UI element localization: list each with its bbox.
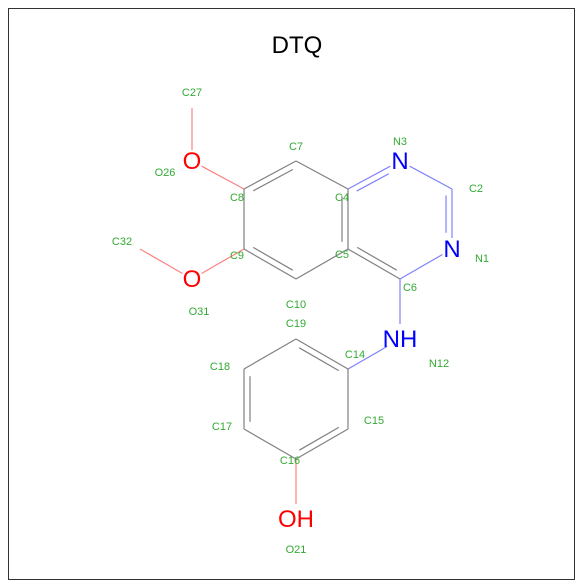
bond-c7-c8	[243, 160, 297, 190]
atom-label-c9: C9	[230, 250, 244, 262]
bond-c7-c4	[295, 160, 349, 190]
atom-label-c10: C10	[286, 299, 306, 311]
bond-c16-c17	[243, 428, 297, 460]
atom-label-c4: C4	[335, 192, 349, 204]
atom-label-c19: C19	[286, 318, 306, 330]
atom-symbol-n12: NH	[383, 326, 418, 353]
bond-c9-c10	[252, 246, 294, 271]
bond-c10-c5	[295, 248, 349, 280]
bond-c8-o26	[201, 165, 245, 190]
atom-symbol-o26: O	[183, 148, 202, 175]
atom-label-o26: O26	[155, 167, 176, 179]
atom-label-c8: C8	[230, 192, 244, 204]
bond-o31-c32	[139, 248, 183, 275]
bond-c19-c14	[295, 338, 349, 370]
atom-label-c17: C17	[212, 421, 232, 433]
atom-label-n3: N3	[393, 136, 407, 148]
atom-symbol-n1: N	[443, 236, 460, 263]
atom-label-c16: C16	[280, 455, 300, 467]
bond-c15-c16	[298, 426, 340, 451]
hetero-atom-layer: N N NH O O OH	[183, 148, 461, 533]
atom-label-c7: C7	[289, 141, 303, 153]
atom-label-c18: C18	[210, 361, 230, 373]
bond-c4-n3	[347, 165, 391, 190]
bond-c6-c5	[356, 246, 398, 271]
bond-c19-c14	[298, 347, 340, 372]
bond-c18-c19	[243, 338, 297, 370]
atom-label-c14: C14	[345, 349, 365, 361]
bond-n12-c14	[347, 345, 388, 370]
bond-c7-c8	[253, 168, 294, 192]
atom-symbol-o21: OH	[278, 506, 314, 533]
bond-c9-c10	[243, 248, 297, 280]
atom-label-n1: N1	[475, 253, 489, 265]
bond-n3-c2	[409, 165, 453, 190]
atom-label-c15: C15	[364, 415, 384, 427]
atom-label-c2: C2	[469, 183, 483, 195]
atom-label-o21: O21	[286, 544, 307, 556]
atom-symbol-n3: N	[391, 148, 408, 175]
atom-label-c5: C5	[335, 249, 349, 261]
atom-label-o31: O31	[189, 306, 210, 318]
atom-label-c32: C32	[112, 236, 132, 248]
bond-c6-c5	[347, 248, 401, 280]
molecule-title: DTQ	[272, 32, 323, 59]
bond-c4-n3	[356, 173, 390, 192]
bond-layer	[139, 108, 453, 504]
bond-c9-o31	[201, 248, 245, 275]
atom-symbol-o31: O	[183, 266, 202, 293]
bond-n1-c6	[399, 253, 443, 280]
atom-label-n12: N12	[429, 358, 449, 370]
atom-label-c6: C6	[403, 282, 417, 294]
bond-c15-c16	[295, 428, 349, 460]
atom-label-c27: C27	[182, 87, 202, 99]
